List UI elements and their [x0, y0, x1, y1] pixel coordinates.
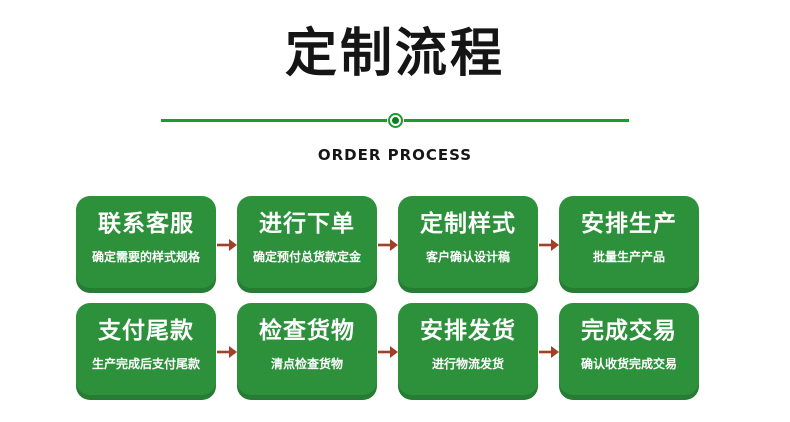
step-title: 联系客服	[98, 211, 194, 237]
step-card-pay-balance: 支付尾款 生产完成后支付尾款	[76, 303, 216, 400]
step-card-arrange-shipping: 安排发货 进行物流发货	[398, 303, 538, 400]
step-title: 安排生产	[581, 211, 677, 237]
divider	[161, 112, 629, 128]
arrow-right-icon	[538, 345, 559, 359]
step-desc: 客户确认设计稿	[425, 250, 510, 264]
step-card-inspect-goods: 检查货物 清点检查货物	[237, 303, 377, 400]
divider-dot-icon	[387, 112, 403, 128]
arrow-right-icon	[538, 238, 559, 252]
flow-row-2: 支付尾款 生产完成后支付尾款 检查货物 清点检查货物 安排发货	[76, 303, 699, 400]
step-desc: 确定预付总货款定金	[252, 250, 361, 264]
step-title: 进行下单	[259, 211, 355, 237]
process-flow: 联系客服 确定需要的样式规格 进行下单 确定预付总货款定金 定制	[76, 196, 699, 400]
step-desc: 进行物流发货	[431, 357, 504, 371]
step-title: 定制样式	[420, 211, 516, 237]
arrow-right-icon	[377, 238, 398, 252]
step-card-contact-service: 联系客服 确定需要的样式规格	[76, 196, 216, 293]
arrow-right-icon	[216, 238, 237, 252]
step-card-custom-style: 定制样式 客户确认设计稿	[398, 196, 538, 293]
step-card-arrange-production: 安排生产 批量生产产品	[559, 196, 699, 293]
arrow-right-icon	[216, 345, 237, 359]
flow-row-1: 联系客服 确定需要的样式规格 进行下单 确定预付总货款定金 定制	[76, 196, 699, 293]
order-process-label: ORDER PROCESS	[317, 146, 473, 164]
step-desc: 批量生产产品	[592, 250, 665, 264]
step-title: 检查货物	[259, 318, 355, 344]
step-desc: 清点检查货物	[270, 357, 343, 371]
step-title: 支付尾款	[98, 318, 194, 344]
step-title: 安排发货	[420, 318, 516, 344]
step-desc: 生产完成后支付尾款	[91, 357, 200, 371]
step-card-place-order: 进行下单 确定预付总货款定金	[237, 196, 377, 293]
arrow-right-icon	[377, 345, 398, 359]
step-title: 完成交易	[581, 318, 677, 344]
divider-line-right	[403, 118, 629, 122]
step-desc: 确认收货完成交易	[580, 357, 677, 371]
step-card-complete-transaction: 完成交易 确认收货完成交易	[559, 303, 699, 400]
divider-line-left	[161, 118, 387, 122]
divider-dot-core	[391, 116, 399, 124]
page-title: 定制流程	[284, 24, 505, 84]
step-desc: 确定需要的样式规格	[91, 250, 200, 264]
